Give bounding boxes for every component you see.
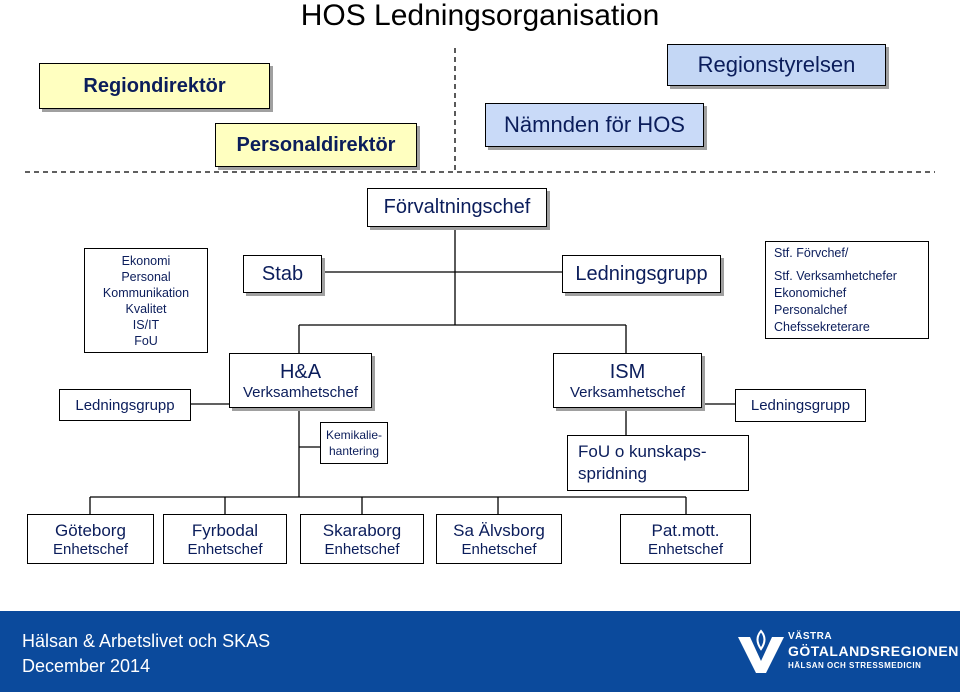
ledningsgrupp-right-box: Ledningsgrupp [735,389,866,422]
stab-function-item: Ekonomi [121,253,171,268]
unit-role: Enhetschef [324,540,400,558]
unit-pat-mott: Pat.mott. Enhetschef [620,514,751,564]
namnden-box: Nämnden för HOS [485,103,704,147]
unit-name: Sa Älvsborg [453,520,545,540]
unit-name: Göteborg [55,520,126,540]
ledningsgrupp-top-box: Ledningsgrupp [562,255,721,293]
footer-org: Hälsan & Arbetslivet och SKAS [22,631,271,651]
stab-label: Stab [261,262,304,285]
deputy-item: Ekonomichef [774,285,847,300]
footer-date: December 2014 [22,656,151,676]
deputy-item: Personalchef [774,302,847,317]
vgr-logo-icon [738,629,784,673]
stab-function-item: Kvalitet [125,301,167,316]
regiondirektor-label: Regiondirektör [83,74,226,97]
unit-name: Fyrbodal [191,520,259,540]
ha-subtitle: Verksamhetschef [242,383,359,401]
unit-role: Enhetschef [647,540,724,558]
logo-line-2: GÖTALANDSREGIONEN [788,643,959,659]
stab-functions-box: Ekonomi Personal Kommunikation Kvalitet … [84,248,208,353]
deputy-box: Stf. Förvchef/ Stf. Verksamhetchefer Eko… [765,241,929,339]
unit-name: Skaraborg [322,520,402,540]
personaldirektor-box: Personaldirektör [215,123,417,167]
footer-bar: Hälsan & Arbetslivet och SKAS December 2… [0,611,960,692]
stab-function-item: FoU [134,333,158,348]
unit-role: Enhetschef [52,540,129,558]
ism-subtitle: Verksamhetschef [569,383,686,401]
unit-sa-alvsborg: Sa Älvsborg Enhetschef [436,514,562,564]
kemikalie-line: hantering [328,444,380,458]
fou-line: spridning [578,464,647,483]
deputy-item: Stf. Verksamhetchefer [774,268,897,283]
ledningsgrupp-right-label: Ledningsgrupp [750,397,851,414]
unit-role: Enhetschef [187,540,263,558]
ha-title: H&A [279,360,322,383]
ledningsgrupp-left-box: Ledningsgrupp [59,389,191,421]
regiondirektor-box: Regiondirektör [39,63,270,109]
fou-line: FoU o kunskaps- [578,442,707,461]
regionstyrelsen-box: Regionstyrelsen [667,44,886,86]
ledningsgrupp-top-label: Ledningsgrupp [575,262,708,285]
forvaltningschef-box: Förvaltningschef [367,188,547,227]
kemikalie-box: Kemikalie- hantering [320,422,388,464]
stab-function-item: Kommunikation [102,285,190,300]
ism-box: ISM Verksamhetschef [553,353,702,408]
deputy-item: Chefssekreterare [774,319,870,334]
forvaltningschef-label: Förvaltningschef [383,196,531,218]
ism-title: ISM [609,360,646,383]
stab-box: Stab [243,255,322,293]
kemikalie-line: Kemikalie- [325,428,382,442]
ledningsgrupp-left-label: Ledningsgrupp [75,396,175,414]
unit-goteborg: Göteborg Enhetschef [27,514,154,564]
stab-function-item: IS/IT [132,317,160,332]
ha-box: H&A Verksamhetschef [229,353,372,408]
logo-line-3: HÄLSAN OCH STRESSMEDICIN [788,661,922,670]
unit-fyrbodal: Fyrbodal Enhetschef [163,514,287,564]
namnden-label: Nämnden för HOS [504,112,685,137]
page-title: HOS Ledningsorganisation [300,0,660,32]
unit-skaraborg: Skaraborg Enhetschef [300,514,424,564]
unit-name: Pat.mott. [651,520,720,540]
vgr-logo: VÄSTRA GÖTALANDSREGIONEN HÄLSAN OCH STRE… [736,625,958,685]
deputy-item: Stf. Förvchef/ [774,245,849,260]
logo-line-1: VÄSTRA [788,631,833,642]
regionstyrelsen-label: Regionstyrelsen [697,52,856,77]
stab-function-item: Personal [121,269,171,284]
fou-box: FoU o kunskaps- spridning [567,435,749,491]
unit-role: Enhetschef [461,540,537,558]
personaldirektor-label: Personaldirektör [236,133,396,156]
